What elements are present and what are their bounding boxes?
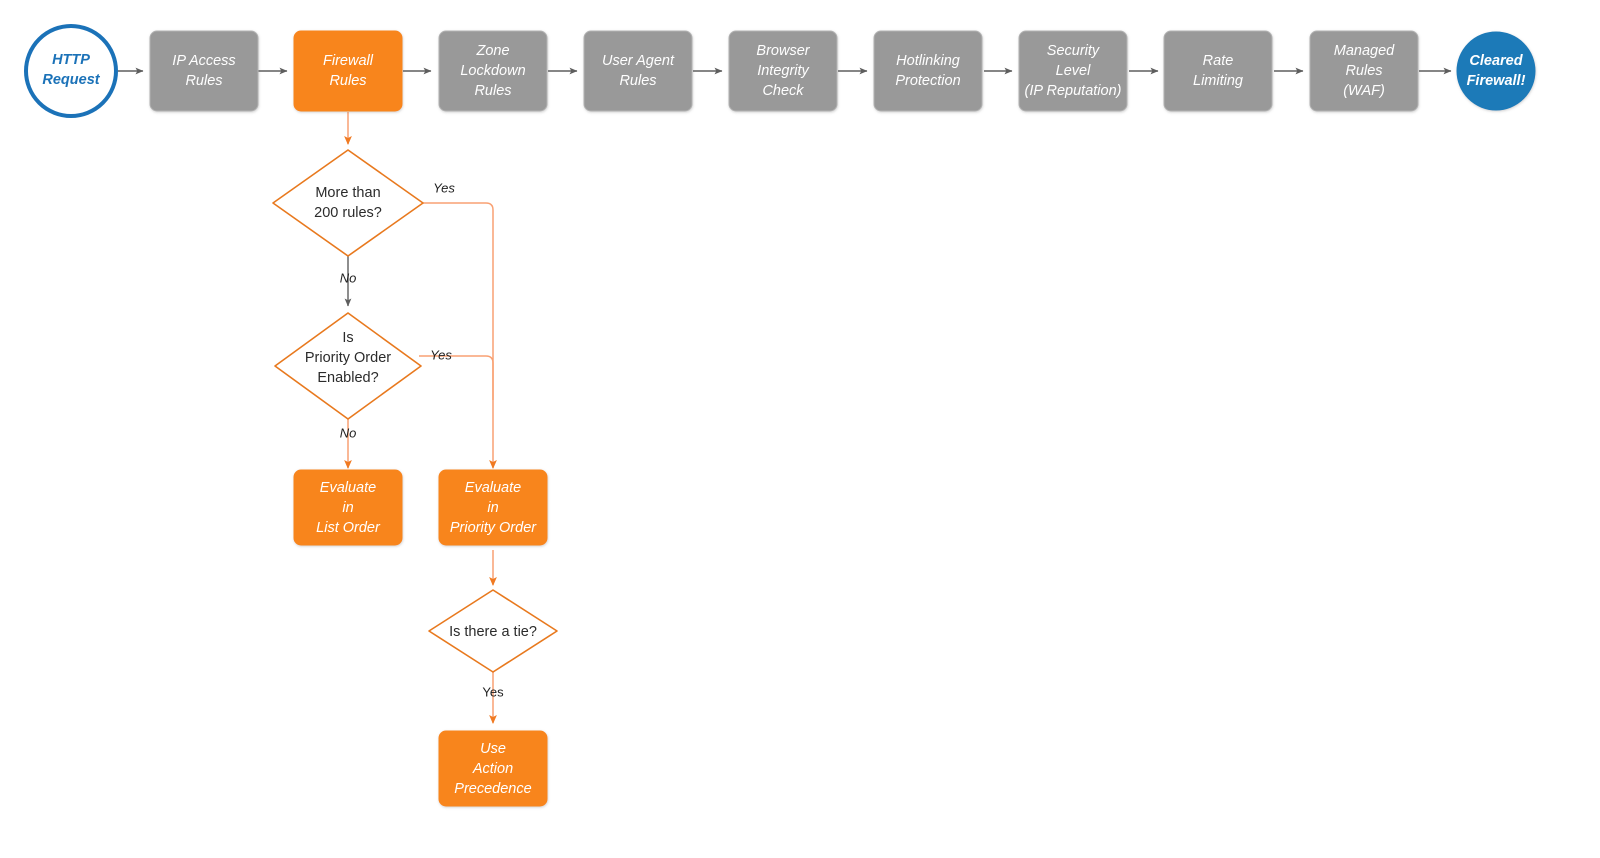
node-firewall-rules[interactable]: Firewall Rules <box>293 30 403 112</box>
node-evaluate-in-priority-order-line-1: in <box>487 500 498 516</box>
decision-branch-edges <box>344 112 497 724</box>
node-user-agent-rules[interactable]: User Agent Rules <box>583 30 693 112</box>
node-cleared-firewall-line-1: Firewall! <box>1467 73 1526 89</box>
node-hotlinking-protection-line-1: Protection <box>895 73 960 89</box>
node-evaluate-in-list-order-line-0: Evaluate <box>320 480 376 496</box>
node-managed-rules-waf-line-2: (WAF) <box>1343 83 1385 99</box>
node-ip-access-rules[interactable]: IP Access Rules <box>149 30 259 112</box>
node-user-agent-rules-line-0: User Agent <box>602 53 675 69</box>
node-firewall-rules-line-1: Rules <box>329 73 366 89</box>
node-browser-integrity-check-line-1: Integrity <box>757 63 809 79</box>
node-more-than-200-rules[interactable]: More than 200 rules? <box>272 149 424 257</box>
node-evaluate-in-priority-order-line-2: Priority Order <box>450 520 537 536</box>
node-user-agent-rules-line-1: Rules <box>619 73 656 89</box>
node-browser-integrity-check-line-0: Browser <box>756 43 810 59</box>
node-security-level-line-0: Security <box>1047 43 1100 59</box>
node-zone-lockdown-rules[interactable]: Zone Lockdown Rules <box>438 30 548 112</box>
node-is-priority-order-enabled-line-0: Is <box>342 330 353 346</box>
node-http-request-line-0: HTTP <box>52 52 90 68</box>
edge-label-tie-yes: Yes <box>482 684 504 699</box>
node-evaluate-in-list-order-line-1: in <box>342 500 353 516</box>
node-hotlinking-protection[interactable]: Hotlinking Protection <box>873 30 983 112</box>
node-is-there-a-tie-line-0: Is there a tie? <box>449 624 537 640</box>
node-browser-integrity-check[interactable]: Browser Integrity Check <box>728 30 838 112</box>
node-rate-limiting-line-1: Limiting <box>1193 73 1243 89</box>
node-http-request[interactable]: HTTP Request <box>24 24 118 118</box>
node-evaluate-in-priority-order-line-0: Evaluate <box>465 480 521 496</box>
node-evaluate-in-list-order[interactable]: Evaluate in List Order <box>293 469 403 546</box>
node-security-level-line-1: Level <box>1056 63 1091 79</box>
node-managed-rules-waf-line-0: Managed <box>1334 43 1395 59</box>
node-security-level-line-2: (IP Reputation) <box>1025 83 1122 99</box>
node-firewall-rules-line-0: Firewall <box>323 53 374 69</box>
node-rate-limiting-line-0: Rate <box>1203 53 1234 69</box>
node-use-action-precedence-line-2: Precedence <box>454 781 531 797</box>
node-evaluate-in-priority-order[interactable]: Evaluate in Priority Order <box>438 469 548 546</box>
node-zone-lockdown-rules-line-2: Rules <box>474 83 511 99</box>
node-is-priority-order-enabled[interactable]: Is Priority Order Enabled? <box>274 312 422 420</box>
edge-labels: Yes No Yes No Yes <box>340 180 504 699</box>
node-evaluate-in-list-order-line-2: List Order <box>316 520 381 536</box>
node-ip-access-rules-line-1: Rules <box>185 73 222 89</box>
node-ip-access-rules-line-0: IP Access <box>172 53 235 69</box>
node-zone-lockdown-rules-line-0: Zone <box>475 43 509 59</box>
edge-more-than-200-yes <box>421 202 497 469</box>
node-is-priority-order-enabled-line-2: Enabled? <box>317 370 378 386</box>
node-cleared-firewall[interactable]: Cleared Firewall! <box>1456 31 1536 111</box>
edge-label-more-than-200-yes: Yes <box>433 180 455 195</box>
edge-label-more-than-200-no: No <box>340 270 357 285</box>
node-more-than-200-rules-line-1: 200 rules? <box>314 205 382 221</box>
node-browser-integrity-check-line-2: Check <box>762 83 804 99</box>
node-is-priority-order-enabled-line-1: Priority Order <box>305 350 391 366</box>
node-use-action-precedence-line-0: Use <box>480 741 506 757</box>
node-use-action-precedence-line-1: Action <box>472 761 513 777</box>
node-use-action-precedence[interactable]: Use Action Precedence <box>438 730 548 807</box>
node-managed-rules-waf[interactable]: Managed Rules (WAF) <box>1309 30 1419 112</box>
node-more-than-200-rules-line-0: More than <box>315 185 380 201</box>
node-hotlinking-protection-line-0: Hotlinking <box>896 53 960 69</box>
node-managed-rules-waf-line-1: Rules <box>1345 63 1382 79</box>
edge-label-priority-order-no: No <box>340 425 357 440</box>
edge-label-priority-order-yes: Yes <box>430 347 452 362</box>
node-rate-limiting[interactable]: Rate Limiting <box>1163 30 1273 112</box>
node-zone-lockdown-rules-line-1: Lockdown <box>460 63 525 79</box>
node-cleared-firewall-line-0: Cleared <box>1469 53 1523 69</box>
node-is-there-a-tie[interactable]: Is there a tie? <box>428 589 558 673</box>
edge-priority-order-yes <box>419 355 494 400</box>
node-http-request-line-1: Request <box>42 72 100 88</box>
node-security-level[interactable]: Security Level (IP Reputation) <box>1018 30 1128 112</box>
